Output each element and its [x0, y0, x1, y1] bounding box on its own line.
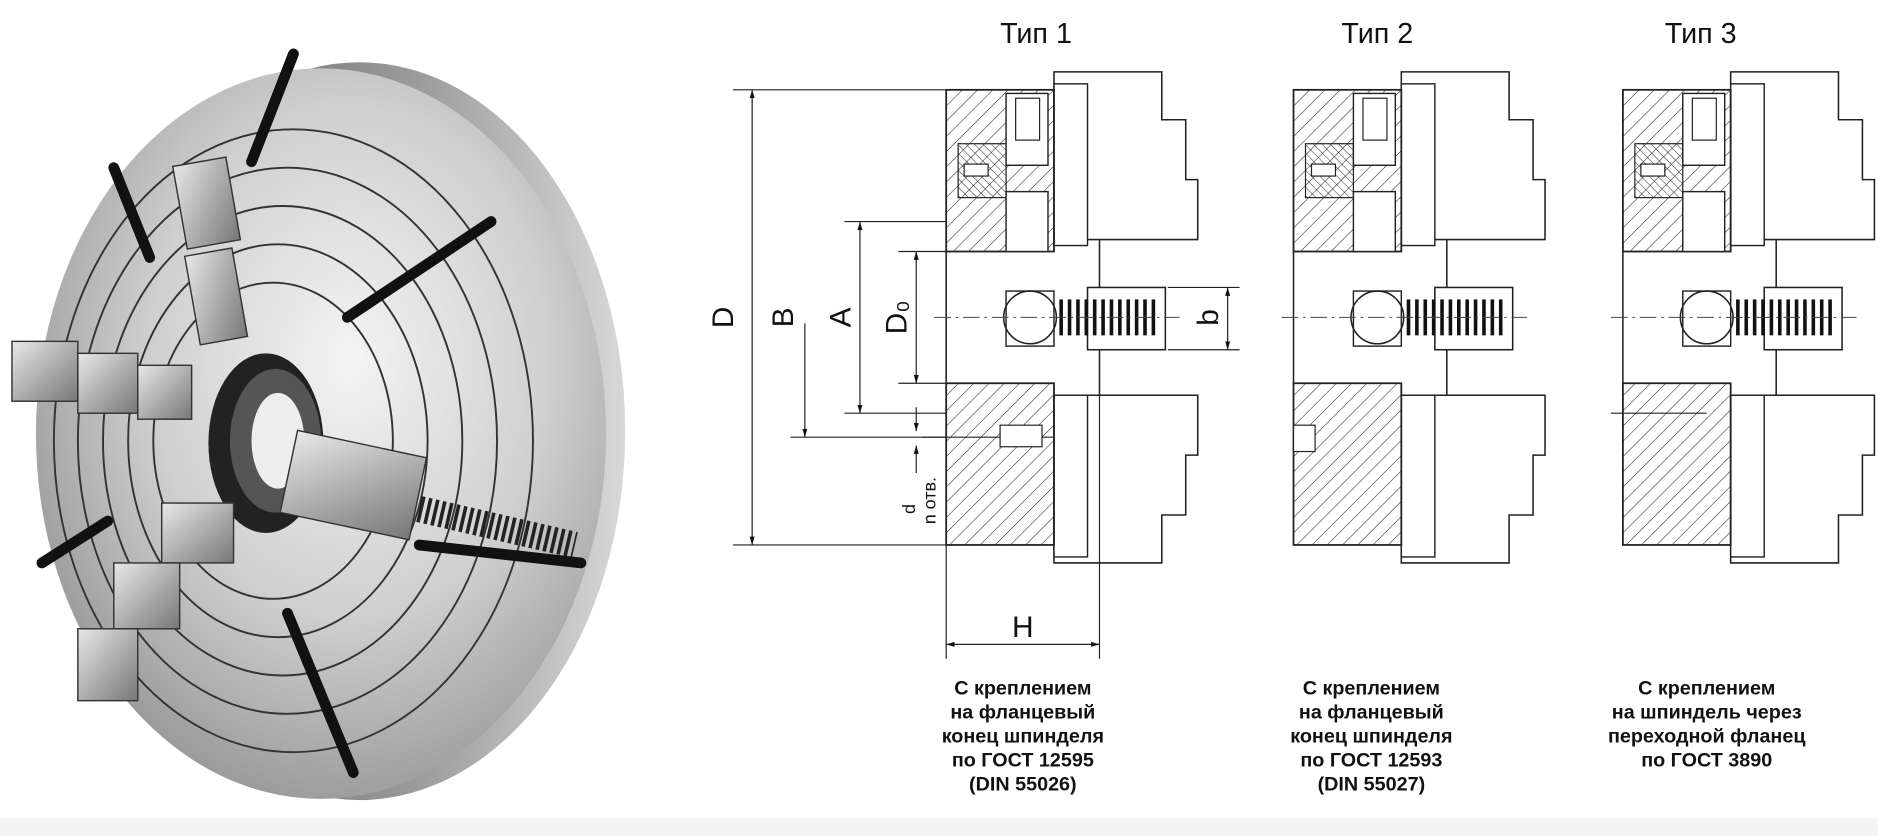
- caption-line: по ГОСТ 3890: [1641, 750, 1772, 772]
- type-3-title: Тип 3: [1665, 18, 1737, 50]
- dim-label-n-holes: n отв.: [919, 477, 939, 524]
- caption-line: переходной фланец: [1608, 726, 1806, 748]
- section-type-1: [922, 70, 1200, 565]
- caption-line: С креплением: [1303, 678, 1440, 700]
- dim-label-b: b: [1192, 309, 1225, 326]
- caption-line: С креплением: [954, 678, 1091, 700]
- caption-line: (DIN 55026): [969, 773, 1077, 795]
- dim-label-H: H: [1012, 611, 1034, 644]
- caption-line: на фланцевый: [1299, 702, 1444, 724]
- caption-line: (DIN 55027): [1318, 773, 1426, 795]
- dim-label-B: B: [767, 307, 800, 327]
- type-2-title: Тип 2: [1341, 18, 1413, 50]
- type-1-title: Тип 1: [1000, 18, 1072, 50]
- caption-line: по ГОСТ 12593: [1300, 750, 1442, 772]
- dim-label-A: A: [824, 307, 857, 327]
- dim-label-D0: D₀: [881, 300, 914, 334]
- section-type-3: [1609, 70, 1877, 565]
- dim-label-D: D: [707, 307, 740, 329]
- caption-line: конец шпинделя: [942, 726, 1104, 748]
- caption-line: по ГОСТ 12595: [952, 750, 1094, 772]
- dim-label-d: d: [899, 504, 919, 514]
- caption-line: на шпиндель через: [1612, 702, 1802, 724]
- type-2-caption: С креплением на фланцевый конец шпинделя…: [1290, 678, 1452, 796]
- caption-line: С креплением: [1638, 678, 1775, 700]
- caption-line: конец шпинделя: [1290, 726, 1452, 748]
- caption-line: на фланцевый: [950, 702, 1095, 724]
- type-3-caption: С креплением на шпиндель через переходно…: [1608, 678, 1806, 772]
- dimension-lines: [732, 89, 1240, 659]
- type-1-caption: С креплением на фланцевый конец шпинделя…: [942, 678, 1104, 796]
- section-type-2: [1279, 70, 1547, 565]
- bottom-strip: [0, 818, 1878, 836]
- chuck-photo: [11, 48, 626, 801]
